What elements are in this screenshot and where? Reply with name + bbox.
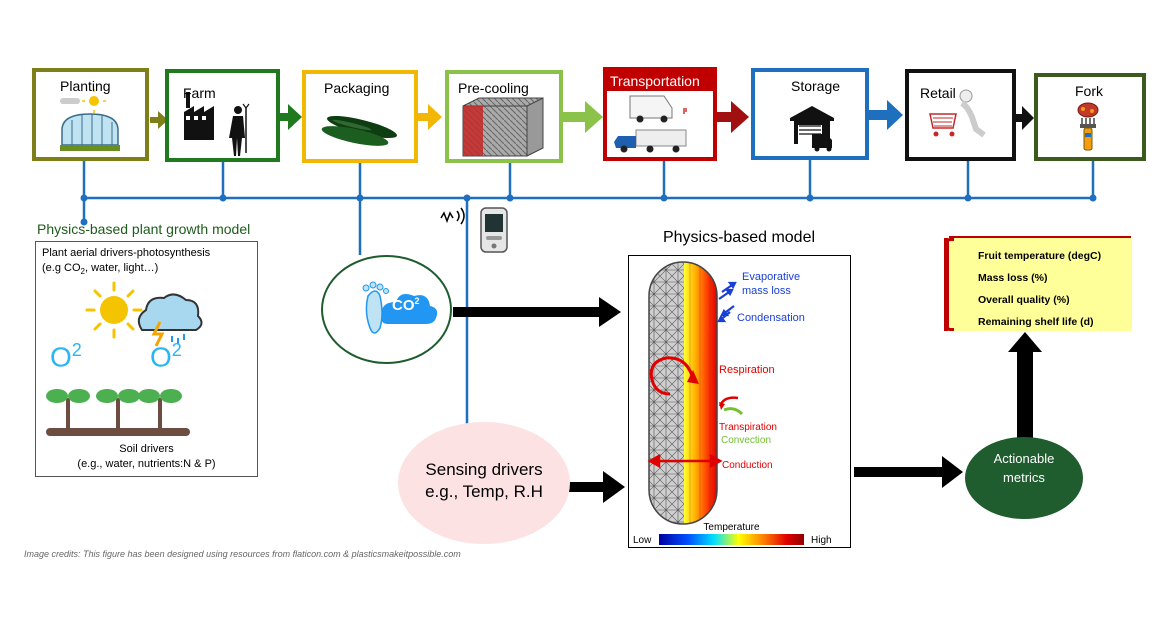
conduction-arrow xyxy=(647,453,723,469)
stage-storage: Storage xyxy=(751,68,869,160)
stage-label: Retail xyxy=(920,85,956,101)
stage-fork: Fork xyxy=(1034,73,1146,161)
metric-item: Fruit temperature (degC) xyxy=(978,250,1102,262)
metrics-label: metrics xyxy=(1003,470,1045,485)
transpiration-label: Transpiration xyxy=(719,422,777,433)
greenhouse-icon xyxy=(60,89,120,151)
metrics-panel-bracket xyxy=(946,238,954,331)
plants-row-icon xyxy=(46,389,190,436)
stage-packaging: Packaging xyxy=(302,70,418,163)
actionable-metrics-node xyxy=(965,437,1083,519)
metric-item: Mass loss (%) xyxy=(978,272,1048,284)
arrow-retail-fork xyxy=(1016,106,1034,130)
metric-item: Overall quality (%) xyxy=(978,294,1070,306)
bus-nodes xyxy=(80,194,1097,226)
stage-transportation: Transportation xyxy=(603,67,717,161)
truck-icon xyxy=(614,95,687,153)
sensing-drivers-example: e.g., Temp, R.H xyxy=(425,482,543,501)
warehouse-icon xyxy=(790,106,834,152)
stage-label: Fork xyxy=(1075,83,1103,99)
metric-item: Remaining shelf life (d) xyxy=(978,316,1094,328)
stage-label: Packaging xyxy=(324,80,390,96)
arrow-metrics-up xyxy=(1008,332,1042,438)
arrow-packaging-precooling xyxy=(418,104,442,130)
fork-food-icon xyxy=(1077,102,1099,151)
metrics-panel: Fruit temperature (degC) Mass loss (%) O… xyxy=(948,238,1132,331)
flow-arrows xyxy=(150,100,1034,133)
co2-label: CO2 xyxy=(392,296,420,314)
condensation-arrows xyxy=(717,305,735,323)
plant-model-box: Plant aerial drivers-photosynthesis (e.g… xyxy=(35,241,258,477)
evaporative-label: Evaporative mass loss xyxy=(742,271,801,297)
cold-storage-icon xyxy=(462,97,544,157)
actionable-label: Actionable xyxy=(993,451,1055,466)
respiration-arrow xyxy=(649,356,699,396)
conduction-label: Conduction xyxy=(722,460,773,471)
stage-planting: Planting xyxy=(32,68,149,161)
factory-farmer-icon xyxy=(184,92,250,156)
sensing-drivers-bubble xyxy=(398,422,570,544)
arrow-storage-retail xyxy=(869,100,903,130)
arrow-farm-packaging xyxy=(280,104,302,130)
wireless-signal-icon xyxy=(440,207,465,225)
condensation-label: Condensation xyxy=(737,312,805,324)
storm-cloud-icon xyxy=(137,293,203,347)
plant-model-title: Physics-based plant growth model xyxy=(37,221,251,237)
aerial-drivers-example: (e.g CO2, water, light…) xyxy=(42,262,159,277)
cucumber-icon xyxy=(321,115,397,146)
carbon-footprint-circle xyxy=(321,255,452,364)
arrow-transport-storage xyxy=(717,101,749,133)
soil-drivers-label: Soil drivers xyxy=(119,443,174,455)
temperature-colorbar xyxy=(659,534,804,545)
arrow-model-metrics xyxy=(854,456,963,488)
aerial-drivers-label: Plant aerial drivers-photosynthesis xyxy=(42,247,211,259)
colorbar-high-label: High xyxy=(811,535,832,546)
colorbar-low-label: Low xyxy=(633,535,652,546)
stage-label: Farm xyxy=(183,85,216,101)
stage-label: Transportation xyxy=(610,73,700,89)
evaporation-arrows xyxy=(718,281,737,300)
physics-model-title: Physics-based model xyxy=(662,229,816,246)
o2-label-right: O2 xyxy=(150,340,182,373)
image-credits: Image credits: This figure has been desi… xyxy=(24,549,461,559)
physics-model-box xyxy=(628,255,851,548)
stage-label: Planting xyxy=(60,78,111,94)
soil-drivers-example: (e.g., water, nutrients:N & P) xyxy=(77,458,216,470)
convection-label: Convection xyxy=(721,435,772,446)
transpiration-convection-arrows xyxy=(718,396,744,416)
stage-label: Pre-cooling xyxy=(458,80,529,96)
arrow-footprint-model xyxy=(453,297,621,327)
arrow-planting-farm xyxy=(150,111,168,129)
arrow-sensing-model xyxy=(569,471,625,503)
sun-icon xyxy=(85,281,143,339)
sensing-drivers-label: Sensing drivers xyxy=(425,460,543,479)
shopping-cart-icon xyxy=(929,89,986,138)
arrow-precooling-transport xyxy=(563,101,603,133)
sensor-device-icon xyxy=(480,207,508,253)
stage-label: Storage xyxy=(791,78,841,94)
respiration-label: Respiration xyxy=(719,364,775,376)
process-arrows xyxy=(453,297,1042,503)
stage-retail: Retail xyxy=(905,69,1016,161)
stage-farm: Farm xyxy=(165,69,280,162)
o2-label-left: O2 xyxy=(50,340,82,373)
stage-pre-cooling: Pre-cooling xyxy=(445,70,563,163)
colorbar-title: Temperature xyxy=(703,522,760,533)
